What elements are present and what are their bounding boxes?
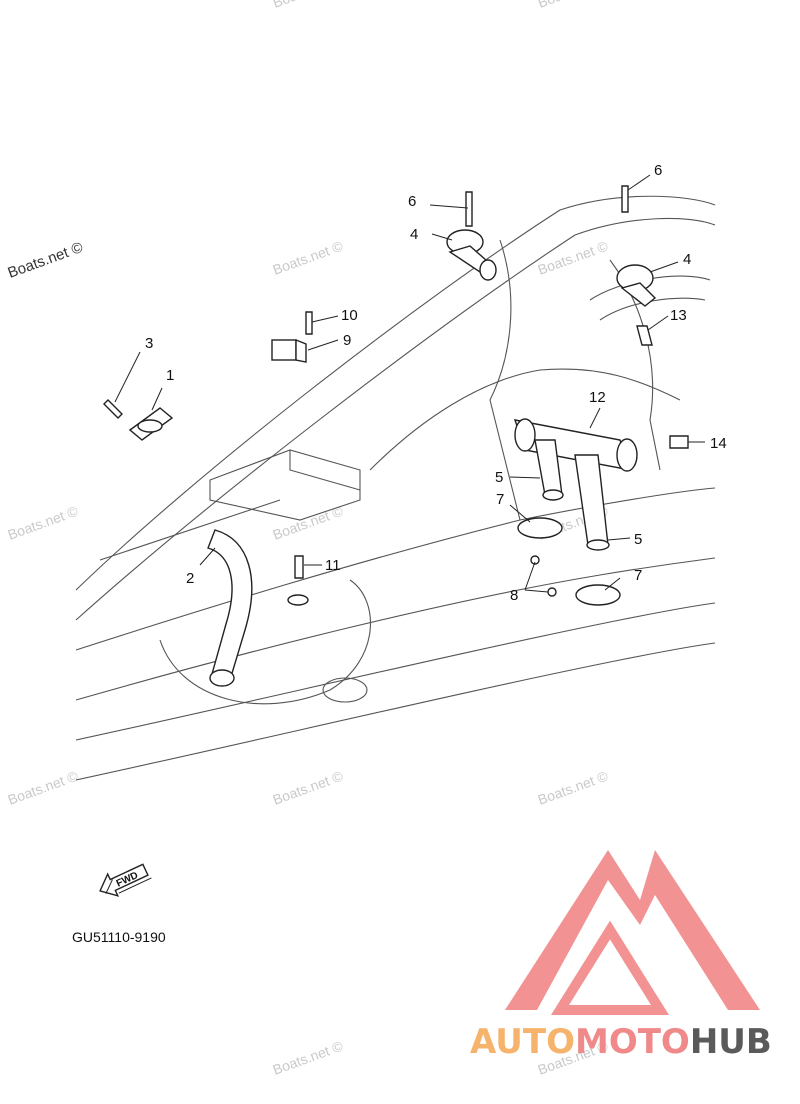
part-4-right-vent-cap: [616, 264, 657, 307]
part-6-screws: [465, 185, 629, 227]
callout-13: 13: [670, 307, 687, 324]
part-11-bolt: [287, 555, 309, 606]
callout-7-upper: 7: [496, 491, 504, 508]
logo-part-moto: MOTO: [575, 1022, 690, 1062]
callout-9: 9: [343, 332, 351, 349]
part-14-clip: [669, 435, 689, 449]
hull-outline: [75, 195, 716, 781]
callout-2: 2: [186, 570, 194, 587]
fwd-arrow-icon: FWD: [99, 863, 152, 897]
watermark-tile: Boats.net ©: [536, 0, 611, 11]
logo-part-hub: HUB: [690, 1022, 772, 1062]
part-7-clamps: [517, 517, 621, 606]
callout-7-lower: 7: [634, 567, 642, 584]
part-8-bolts: [530, 555, 557, 597]
part-2-hose: [207, 529, 253, 687]
callout-8: 8: [510, 587, 518, 604]
watermark-tile: Boats.net ©: [6, 502, 81, 542]
callouts: 1 2 3 4 4 5 5 6 6 7 7 8 9 10 11 12 13 14: [145, 162, 727, 604]
part-13-screw: [636, 325, 653, 346]
logo-wordmark: AUTOMOTOHUB: [470, 1022, 772, 1062]
part-12-tube: [513, 418, 638, 472]
part-3-screw: [103, 399, 123, 419]
watermark-tile: Boats.net ©: [271, 237, 346, 277]
logo-part-auto: AUTO: [470, 1022, 575, 1062]
watermark-tile: Boats.net ©: [271, 767, 346, 807]
leader-lines: [114, 174, 705, 593]
watermark-tile: Boats.net ©: [536, 237, 611, 277]
part-4-left-vent-cap: [446, 229, 497, 281]
watermark-tiles: Boats.net © Boats.net © Boats.net © Boat…: [6, 0, 611, 1078]
callout-6-right: 6: [654, 162, 662, 179]
callout-4-left: 4: [410, 226, 418, 243]
callout-4-right: 4: [683, 251, 691, 268]
part-9-bracket: [271, 338, 307, 363]
watermark-tile: Boats.net ©: [271, 1037, 346, 1077]
callout-5-upper: 5: [495, 469, 503, 486]
diagram-code: GU51110-9190: [72, 929, 166, 945]
callout-5-lower: 5: [634, 531, 642, 548]
callout-14: 14: [710, 435, 727, 452]
callout-3: 3: [145, 335, 153, 352]
part-5-hoses: [534, 439, 610, 551]
watermark-tile: Boats.net ©: [536, 767, 611, 807]
callout-1: 1: [166, 367, 174, 384]
watermark-tile: Boats.net ©: [6, 767, 81, 807]
callout-10: 10: [341, 307, 358, 324]
watermark-tile: Boats.net ©: [271, 0, 346, 11]
callout-6-left: 6: [408, 193, 416, 210]
part-10-screw: [305, 311, 313, 335]
fwd-label: FWD: [115, 870, 140, 890]
watermark-main: Boats.net ©: [6, 239, 86, 282]
callout-11: 11: [325, 557, 341, 574]
part-1-vent-fitting: [128, 407, 174, 441]
logo-mark-icon: [505, 850, 760, 1015]
callout-12: 12: [589, 389, 606, 406]
